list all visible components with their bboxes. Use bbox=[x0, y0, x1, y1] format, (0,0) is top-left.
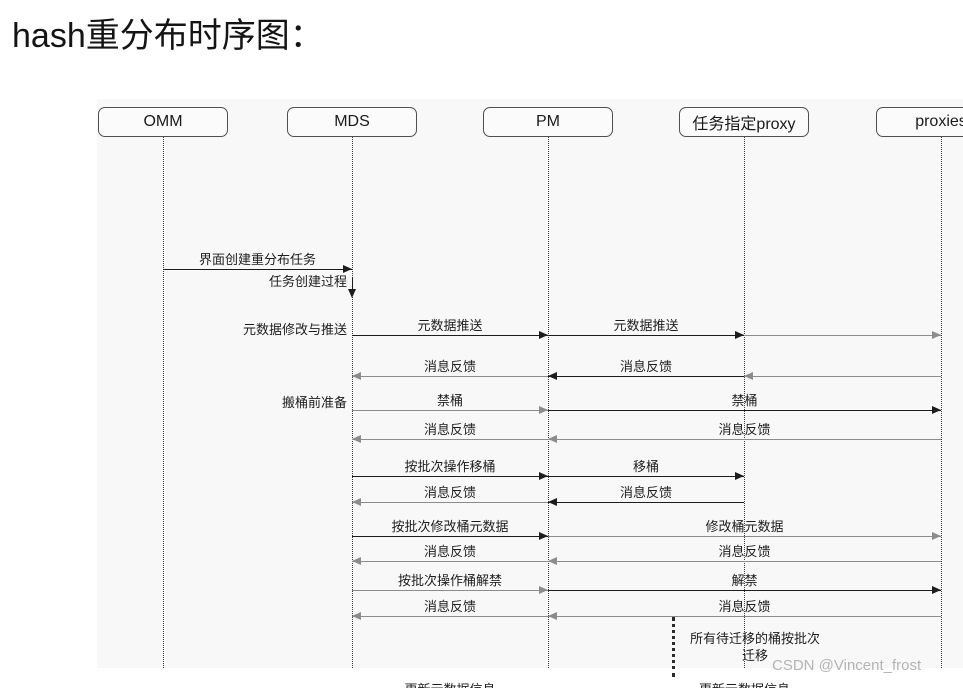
message-label: 禁桶 bbox=[436, 393, 463, 408]
message-label: 元数据推送 bbox=[613, 318, 679, 333]
arrowhead-right-icon bbox=[932, 585, 941, 594]
message-label: 界面创建重分布任务 bbox=[198, 252, 316, 267]
arrowhead-left-icon bbox=[352, 611, 361, 620]
message-label: 按批次操作移桶 bbox=[404, 459, 496, 474]
arrowhead-right-icon bbox=[343, 264, 352, 273]
watermark: CSDN @Vincent_frost bbox=[772, 657, 922, 674]
side-note-1: 搬桶前准备 bbox=[281, 395, 347, 410]
message-line bbox=[352, 616, 548, 617]
message-line bbox=[548, 410, 941, 411]
message-line bbox=[163, 269, 352, 270]
message-label: 按批次操作桶解禁 bbox=[397, 573, 502, 588]
message-label: 消息反馈 bbox=[423, 359, 476, 374]
message-label: 消息反馈 bbox=[619, 485, 672, 500]
message-label: 消息反馈 bbox=[423, 599, 476, 614]
arrowhead-right-icon bbox=[932, 531, 941, 540]
lifeline-0 bbox=[163, 137, 164, 668]
lifeline-1 bbox=[352, 137, 353, 668]
message-line bbox=[352, 335, 548, 336]
participant-1[interactable]: MDS bbox=[287, 107, 417, 137]
participant-label: OMM bbox=[143, 113, 183, 130]
message-label: 修改桶元数据 bbox=[705, 519, 784, 534]
message-label: 消息反馈 bbox=[423, 485, 476, 500]
message-line bbox=[548, 536, 941, 537]
message-label: 解禁 bbox=[731, 573, 758, 588]
message-line bbox=[352, 376, 548, 377]
arrowhead-right-icon bbox=[932, 405, 941, 414]
message-line bbox=[548, 335, 744, 336]
message-line bbox=[548, 439, 941, 440]
loop-note: 所有待迁移的桶按批次迁移 bbox=[689, 631, 820, 663]
message-line bbox=[548, 376, 744, 377]
message-line bbox=[352, 502, 548, 503]
participant-label: 任务指定proxy bbox=[692, 116, 796, 133]
message-line bbox=[352, 410, 548, 411]
message-line bbox=[352, 476, 548, 477]
arrowhead-left-icon bbox=[548, 371, 557, 380]
participant-0[interactable]: OMM bbox=[98, 107, 228, 137]
sequence-diagram: OMM MDS PM 任务指定proxy proxies 界面创建重分布任务任务创建过程… bbox=[97, 99, 963, 688]
arrowhead-right-icon bbox=[539, 585, 548, 594]
message-stem bbox=[352, 277, 353, 291]
arrowhead-right-icon bbox=[735, 471, 744, 480]
message-label: 更新元数据信息 bbox=[548, 679, 941, 688]
vertical-ellipsis-icon bbox=[672, 617, 678, 677]
message-label: 按批次修改桶元数据 bbox=[391, 519, 509, 534]
participant-label: proxies bbox=[915, 113, 963, 130]
participant-3[interactable]: 任务指定proxy bbox=[679, 107, 809, 137]
arrowhead-right-icon bbox=[539, 405, 548, 414]
arrowhead-left-icon bbox=[548, 556, 557, 565]
message-line bbox=[352, 590, 548, 591]
message-label: 更新元数据信息 bbox=[352, 679, 548, 688]
arrowhead-left-icon bbox=[352, 556, 361, 565]
lifeline-3 bbox=[744, 137, 745, 668]
arrowhead-right-icon bbox=[539, 330, 548, 339]
page-title: hash重分布时序图： bbox=[12, 17, 324, 55]
participant-4[interactable]: proxies bbox=[876, 107, 963, 137]
arrowhead-right-icon bbox=[735, 330, 744, 339]
message-line bbox=[548, 502, 744, 503]
message-label: 消息反馈 bbox=[718, 599, 771, 614]
arrowhead-left-icon bbox=[744, 371, 753, 380]
message-label: 消息反馈 bbox=[423, 544, 476, 559]
message-label: 消息反馈 bbox=[718, 422, 771, 437]
arrowhead-down-icon bbox=[347, 289, 356, 298]
lifeline-4 bbox=[941, 137, 942, 668]
arrowhead-left-icon bbox=[352, 371, 361, 380]
message-line bbox=[744, 335, 941, 336]
participant-label: PM bbox=[536, 113, 560, 130]
arrowhead-left-icon bbox=[352, 434, 361, 443]
message-line bbox=[352, 536, 548, 537]
lifeline-2 bbox=[548, 137, 549, 668]
arrowhead-right-icon bbox=[932, 330, 941, 339]
message-line bbox=[352, 439, 548, 440]
message-label: 移桶 bbox=[632, 459, 659, 474]
message-label: 元数据推送 bbox=[417, 318, 483, 333]
message-label: 消息反馈 bbox=[423, 422, 476, 437]
message-line bbox=[548, 476, 744, 477]
arrowhead-left-icon bbox=[548, 497, 557, 506]
message-label: 消息反馈 bbox=[718, 544, 771, 559]
message-line bbox=[744, 376, 941, 377]
participant-label: MDS bbox=[334, 113, 370, 130]
arrowhead-right-icon bbox=[539, 471, 548, 480]
message-line bbox=[548, 616, 941, 617]
message-label: 任务创建过程 bbox=[268, 274, 347, 289]
arrowhead-left-icon bbox=[352, 497, 361, 506]
side-note-0: 元数据修改与推送 bbox=[242, 322, 347, 337]
message-label: 禁桶 bbox=[731, 393, 758, 408]
arrowhead-left-icon bbox=[548, 434, 557, 443]
message-line bbox=[352, 561, 548, 562]
participant-2[interactable]: PM bbox=[483, 107, 613, 137]
message-line bbox=[548, 590, 941, 591]
arrowhead-right-icon bbox=[539, 531, 548, 540]
message-line bbox=[548, 561, 941, 562]
message-label: 消息反馈 bbox=[619, 359, 672, 374]
arrowhead-left-icon bbox=[548, 611, 557, 620]
